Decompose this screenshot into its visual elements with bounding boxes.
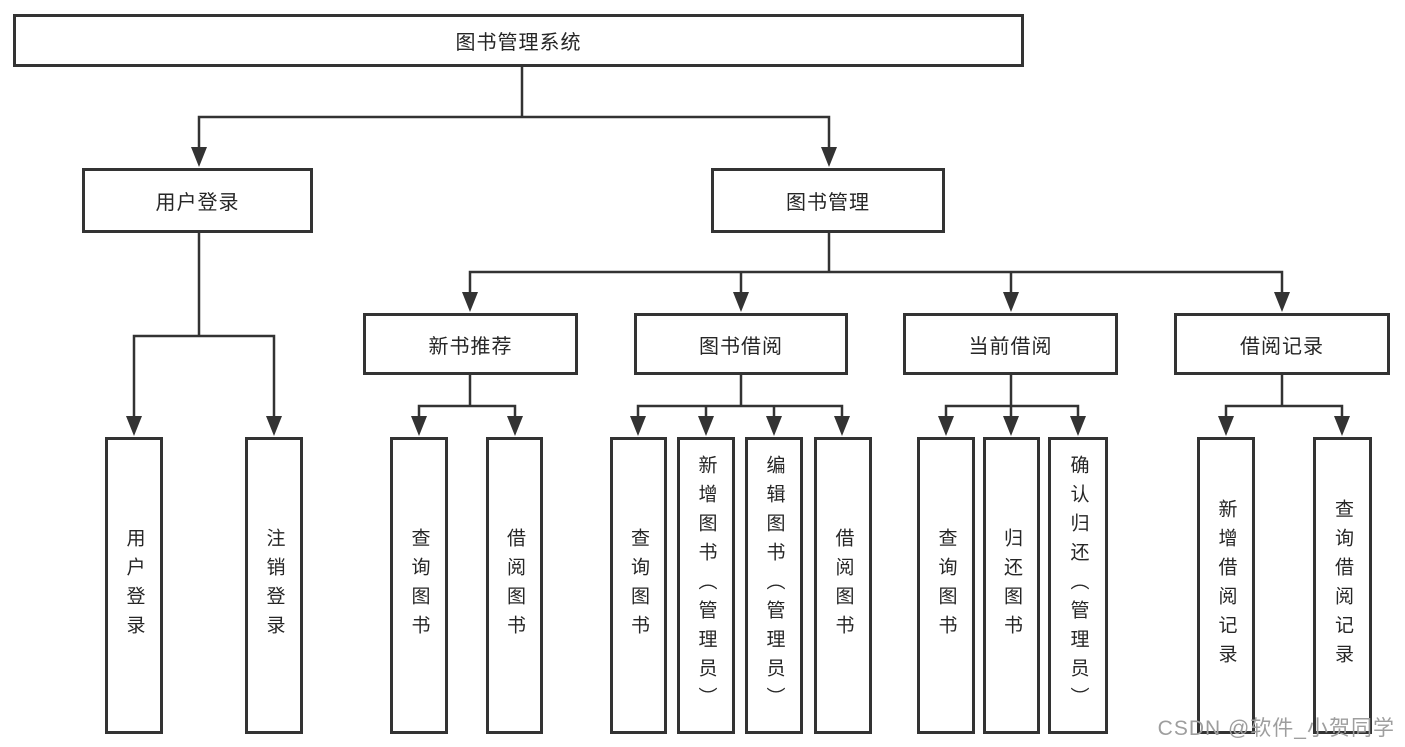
leaf-borrowing-query-books: 查询图书 [610, 437, 667, 734]
leaf-edit-books-admin: 编辑图书（管理员） [745, 437, 803, 734]
leaf-add-books-admin: 新增图书（管理员） [677, 437, 735, 734]
node-book-management: 图书管理 [711, 168, 945, 233]
leaf-user-login-label: 用户登录 [123, 527, 145, 644]
leaf-borrow-books-label: 借阅图书 [832, 527, 854, 644]
leaf-confirm-return-admin-label: 确认归还（管理员） [1067, 455, 1089, 716]
leaf-current-query-books-label: 查询图书 [935, 527, 957, 644]
node-book-borrowing: 图书借阅 [634, 313, 848, 375]
node-current-borrowing-label: 当前借阅 [968, 335, 1053, 358]
node-new-book-recommend: 新书推荐 [363, 313, 578, 375]
leaf-recommend-query-books-label: 查询图书 [408, 527, 430, 644]
leaf-add-borrow-record-label: 新增借阅记录 [1215, 498, 1237, 673]
node-book-borrowing-label: 图书借阅 [699, 335, 783, 358]
leaf-recommend-query-books: 查询图书 [390, 437, 448, 734]
node-user-login-label: 用户登录 [155, 192, 240, 214]
leaf-recommend-borrow-books: 借阅图书 [486, 437, 543, 734]
node-user-login: 用户登录 [82, 168, 313, 233]
node-root: 图书管理系统 [13, 14, 1024, 67]
leaf-add-books-admin-label: 新增图书（管理员） [695, 455, 717, 716]
node-current-borrowing: 当前借阅 [903, 313, 1118, 375]
leaf-user-login: 用户登录 [105, 437, 163, 734]
leaf-edit-books-admin-label: 编辑图书（管理员） [763, 455, 785, 716]
leaf-confirm-return-admin: 确认归还（管理员） [1048, 437, 1108, 734]
csdn-watermark: CSDN @软件_小贺同学 [1157, 717, 1395, 740]
node-book-management-label: 图书管理 [786, 192, 870, 214]
leaf-logout: 注销登录 [245, 437, 303, 734]
leaf-add-borrow-record: 新增借阅记录 [1197, 437, 1255, 734]
leaf-return-books: 归还图书 [983, 437, 1040, 734]
leaf-borrowing-query-books-label: 查询图书 [628, 527, 649, 644]
leaf-query-borrow-record-label: 查询借阅记录 [1332, 498, 1353, 673]
node-borrowing-records-label: 借阅记录 [1240, 335, 1324, 358]
leaf-logout-label: 注销登录 [263, 527, 285, 644]
leaf-current-query-books: 查询图书 [917, 437, 975, 734]
leaf-borrow-books: 借阅图书 [814, 437, 872, 734]
node-borrowing-records: 借阅记录 [1174, 313, 1390, 375]
leaf-return-books-label: 归还图书 [1001, 527, 1022, 644]
leaf-recommend-borrow-books-label: 借阅图书 [504, 527, 525, 644]
leaf-query-borrow-record: 查询借阅记录 [1313, 437, 1372, 734]
node-root-label: 图书管理系统 [455, 32, 582, 54]
node-new-book-recommend-label: 新书推荐 [428, 335, 513, 358]
